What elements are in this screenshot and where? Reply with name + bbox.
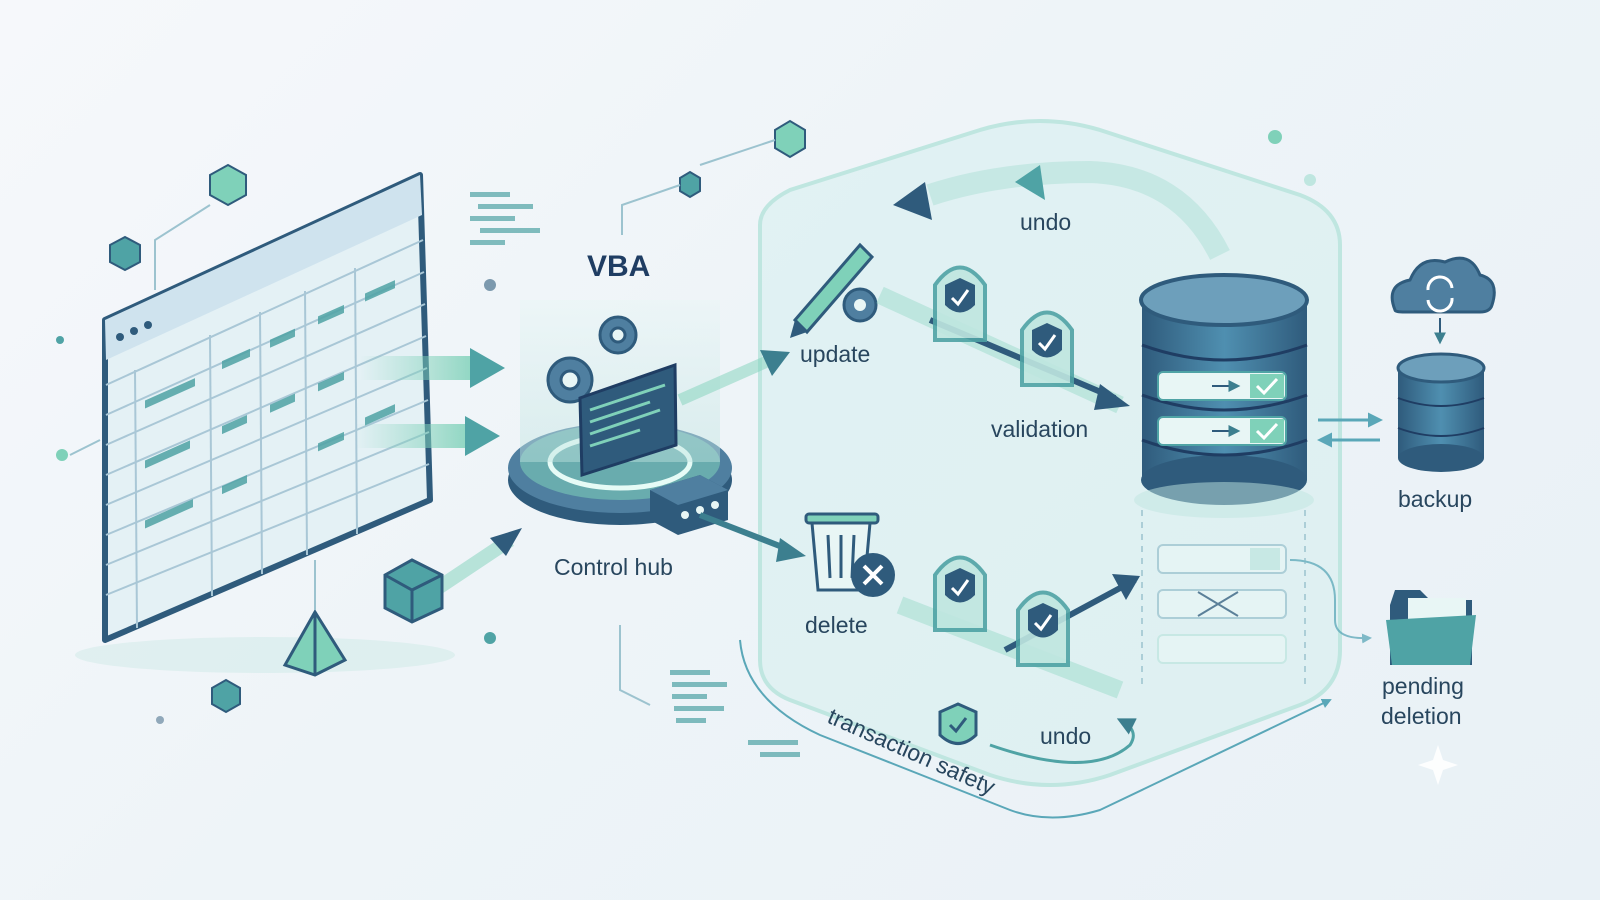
undo-bottom-label: undo — [1040, 723, 1091, 749]
decor-lines — [69, 139, 776, 706]
monitor-icon — [578, 362, 678, 478]
folder-icon — [1386, 590, 1476, 665]
update-label: update — [800, 341, 870, 367]
shield-check-icon — [1016, 590, 1070, 667]
cube-icon — [383, 558, 444, 624]
shield-check-icon — [1020, 310, 1074, 387]
trash-icon — [804, 512, 895, 597]
shield-check-icon — [933, 265, 987, 342]
gear-icon — [546, 315, 638, 404]
hub-title: VBA — [587, 250, 650, 283]
safety-shield-icon — [938, 702, 978, 745]
undo-arrow-bottom — [989, 718, 1137, 764]
pending-label-line1: pending — [1382, 673, 1464, 699]
update-gear-icon — [842, 287, 878, 323]
spreadsheet-icon — [75, 172, 455, 673]
undo-top-label: undo — [1020, 209, 1071, 235]
undo-arrow-top — [893, 160, 1230, 261]
decor-cubes — [109, 119, 806, 714]
hub-output-arrows — [677, 350, 806, 562]
pending-rows — [1141, 510, 1372, 690]
cloud-sync-icon — [1390, 256, 1496, 345]
decor-dots — [56, 130, 1316, 724]
backup-arrows — [1317, 412, 1383, 448]
delete-label: delete — [805, 612, 868, 638]
pyramid-icon — [282, 609, 348, 677]
decor-data-dashes — [470, 192, 800, 757]
hub-label: Control hub — [554, 554, 673, 580]
safety-outer-line — [739, 639, 1332, 819]
shield-check-icon — [933, 555, 987, 632]
backup-database-icon — [1396, 352, 1486, 472]
sparkle-icon — [1418, 745, 1458, 785]
backup-label: backup — [1398, 486, 1472, 512]
database-icon — [1134, 273, 1314, 518]
pending-label-line2: deletion — [1381, 703, 1462, 729]
pencil-icon — [790, 242, 875, 338]
validation-label: validation — [991, 416, 1088, 442]
